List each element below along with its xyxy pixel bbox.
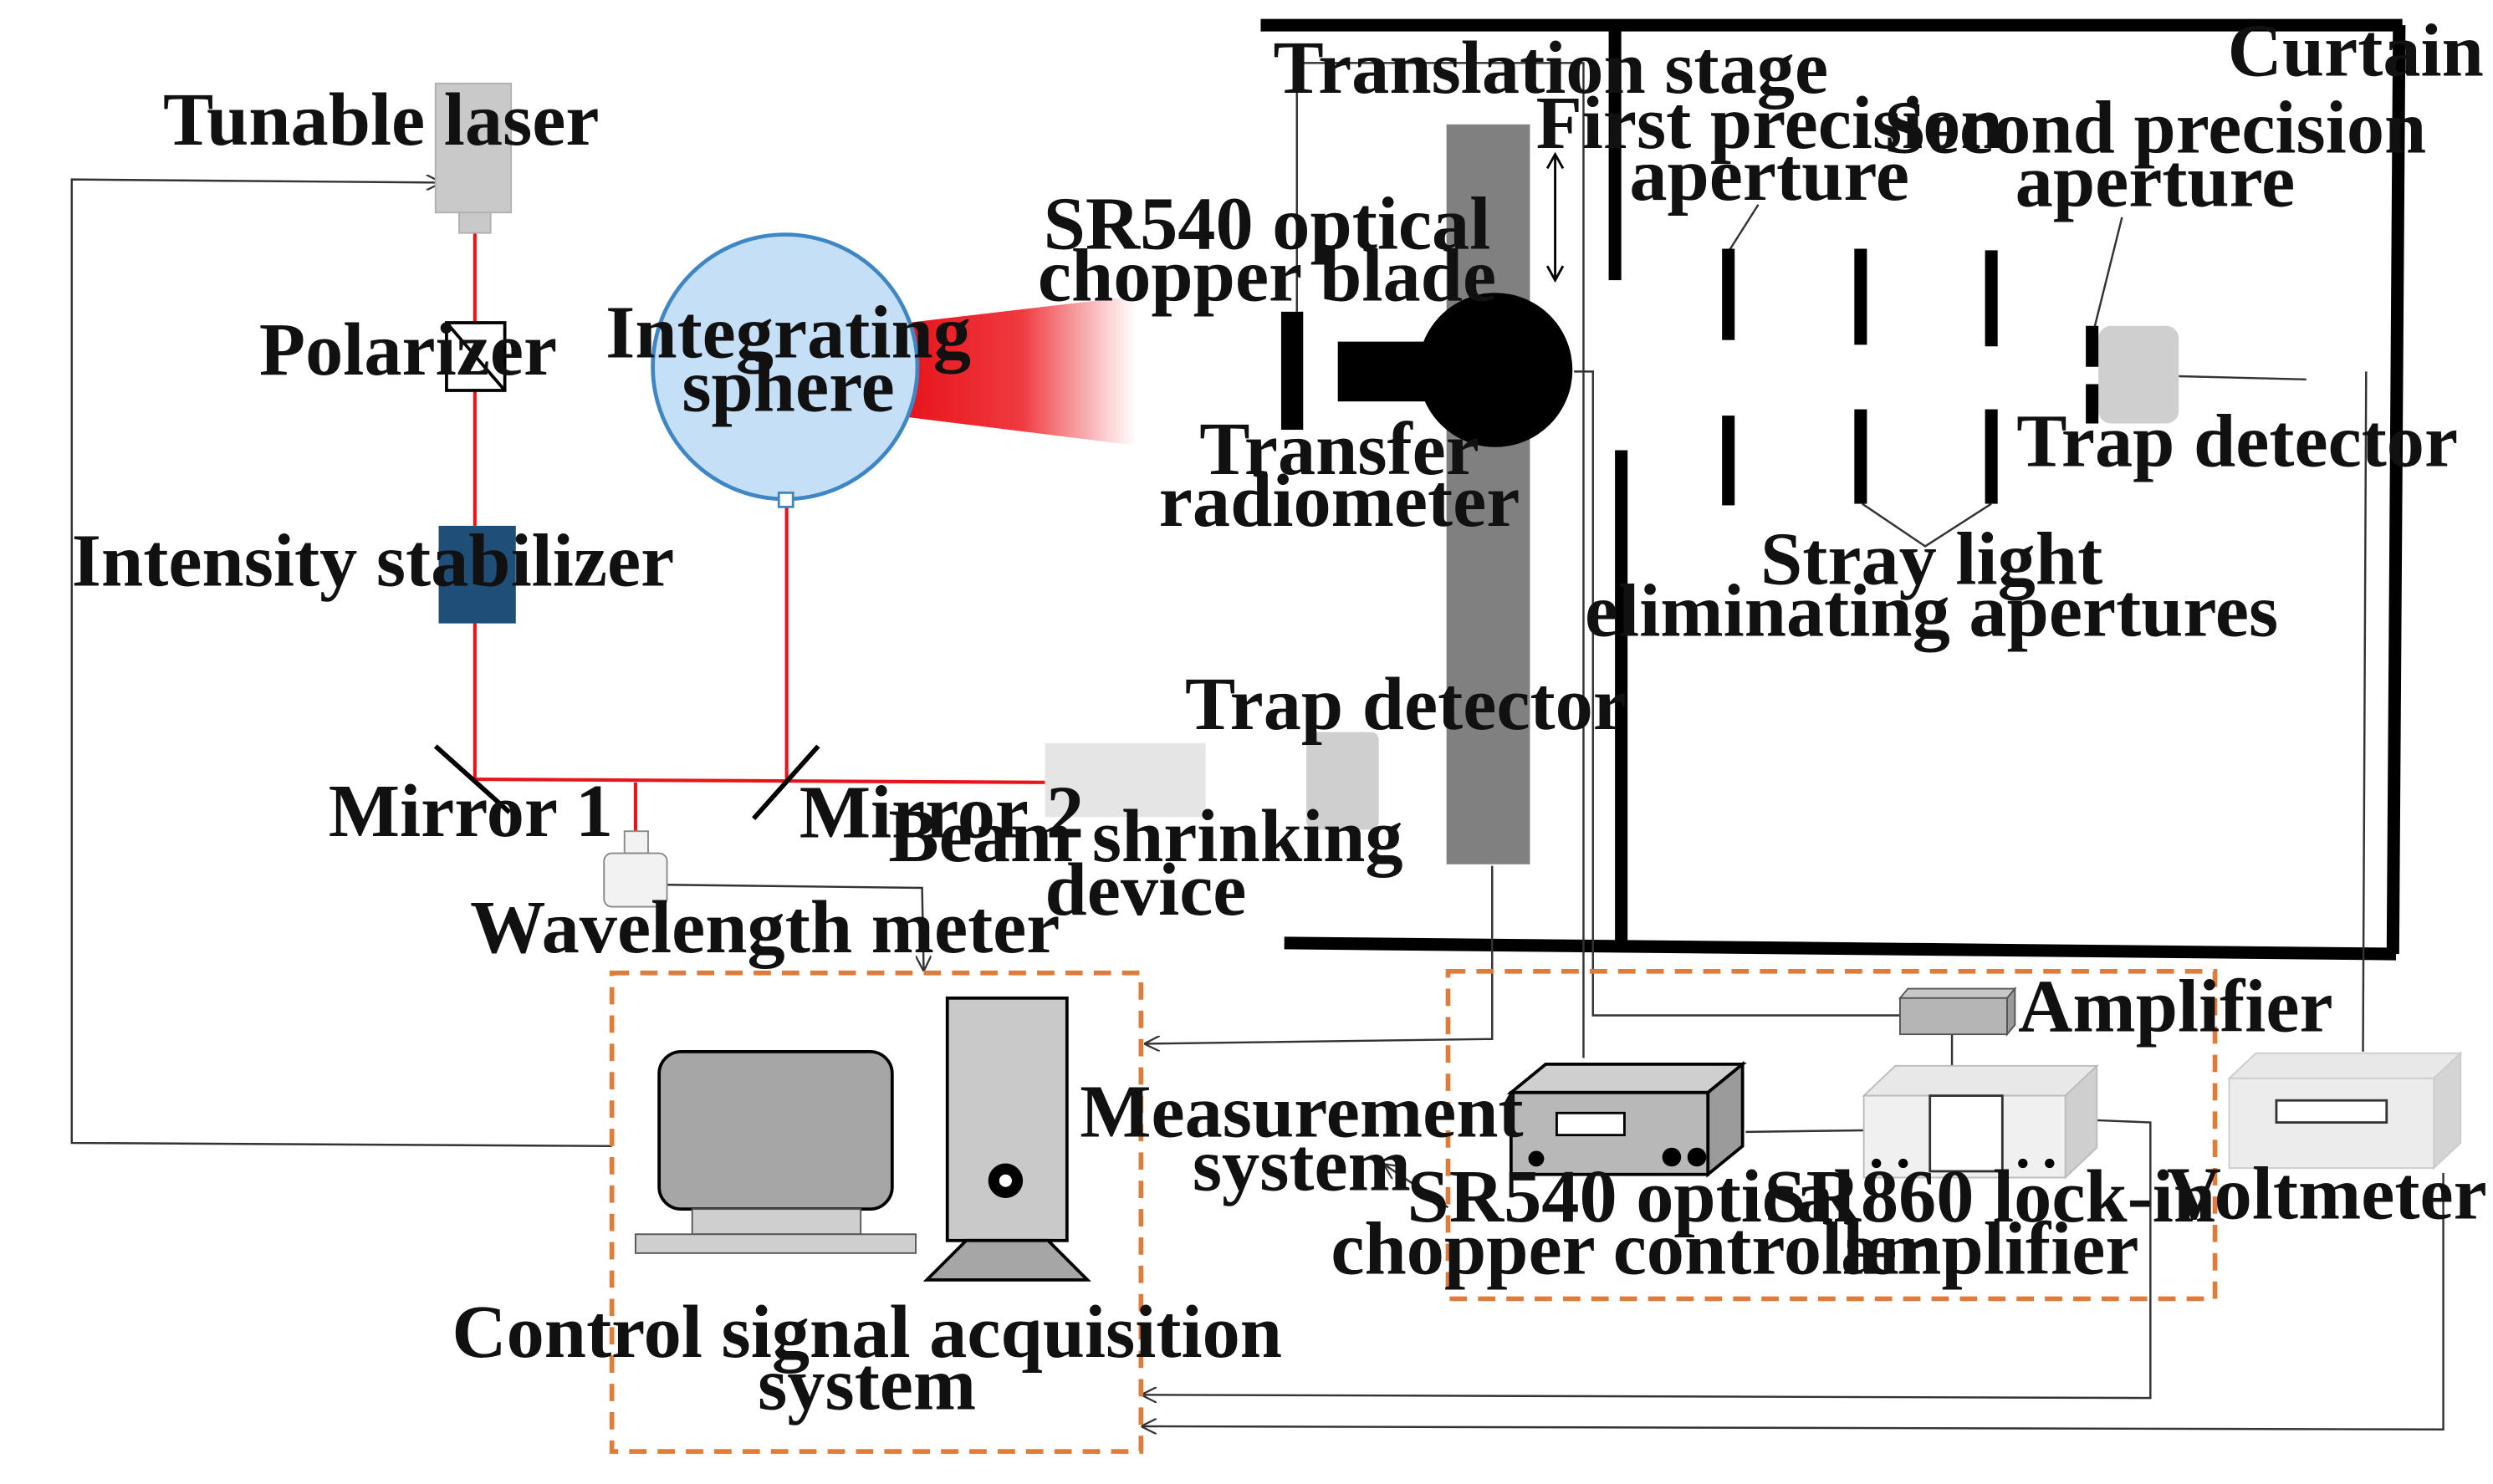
label-polarizer: Polarizer: [259, 307, 557, 391]
computer-monitor: [634, 1049, 917, 1254]
label-beam-shrinking-1: Beam shrinking: [888, 793, 1402, 878]
label-second-aperture-1: Second precision: [1884, 85, 2427, 170]
second-precision-aperture: [2086, 325, 2099, 424]
beam-shrinking-device: [1045, 742, 1206, 818]
label-trap-detector-front: Trap detector: [1185, 661, 1627, 746]
label-wavelength-meter: Wavelength meter: [470, 885, 1060, 969]
mirror-2: [752, 744, 820, 821]
stray-light-aperture-2: [1985, 250, 1998, 504]
polarizer: [445, 321, 507, 392]
label-transfer-radiometer-1: Transfer: [1199, 406, 1479, 491]
label-chopper-blade-1: SR540 optical: [1044, 181, 1491, 266]
mirror-1: [433, 744, 512, 814]
label-chopper-blade-2: chopper blade: [1038, 233, 1496, 318]
label-first-aperture-2: aperture: [1629, 132, 1909, 217]
label-control-system-1: Control signal acquisition: [452, 1289, 1282, 1374]
label-voltmeter: Voltmeter: [2167, 1150, 2487, 1235]
intensity-stabilizer: [438, 525, 516, 624]
label-control-system-2: system: [758, 1341, 976, 1425]
integrating-sphere: [651, 232, 1137, 508]
label-intensity-stabilizer: Intensity stabilizer: [72, 518, 674, 602]
labels: Tunable laser Polarizer Intensity stabil…: [72, 8, 2487, 1425]
trap-detector-front: [1306, 732, 1379, 830]
voltmeter: [2227, 1051, 2463, 1170]
label-integrating-sphere-2: sphere: [682, 343, 894, 427]
computer-tower: [922, 996, 1091, 1282]
curtain-enclosure: [1260, 18, 2406, 961]
label-curtain: Curtain: [2228, 8, 2484, 92]
label-measurement-system-1: Measurement: [1080, 1069, 1523, 1154]
control-system-box: [609, 970, 1144, 1454]
label-tunable-laser: Tunable laser: [163, 77, 599, 161]
label-chopper-controller-2: chopper controller: [1331, 1206, 1930, 1290]
translation-stage: [1446, 124, 1530, 864]
transfer-radiometer: [1337, 293, 1573, 447]
laser-beam-path: [473, 232, 1045, 832]
label-integrating-sphere-1: Integrating: [605, 289, 971, 374]
stray-light-aperture-1: [1854, 248, 1867, 504]
amplifier: [1898, 986, 2017, 1037]
chopper-blade: [1280, 311, 1304, 431]
label-lockin-2: amplifier: [1841, 1206, 2138, 1290]
label-amplifier: Amplifier: [2018, 963, 2332, 1048]
lockin-amplifier: [1862, 1063, 2099, 1180]
label-chopper-controller-1: SR540 optical: [1407, 1154, 1855, 1238]
trap-detector-back: [2098, 325, 2179, 424]
label-transfer-radiometer-2: radiometer: [1159, 458, 1520, 543]
label-second-aperture-2: aperture: [2015, 139, 2296, 223]
label-trap-detector-back: Trap detector: [2016, 398, 2458, 482]
first-precision-aperture: [1722, 248, 1735, 506]
label-lockin-1: SR860 lock-in: [1764, 1154, 2215, 1238]
tunable-laser: [434, 82, 513, 234]
signal-wires: [70, 62, 2444, 1429]
label-mirror-2: Mirror 2: [799, 770, 1084, 854]
chopper-controller: [1506, 1060, 1747, 1178]
label-stray-light-1: Stray light: [1760, 517, 2102, 601]
label-beam-shrinking-2: device: [1045, 847, 1247, 931]
label-mirror-1: Mirror 1: [329, 768, 613, 853]
label-translation-stage: Translation stage: [1274, 25, 1829, 110]
wavelength-meter: [603, 830, 668, 908]
label-measurement-system-2: system: [1193, 1123, 1411, 1207]
label-stray-light-2: eliminating apertures: [1585, 569, 2278, 653]
stage-motion-arrow: [1545, 151, 1565, 283]
label-first-aperture-1: First precision: [1536, 80, 2003, 165]
measurement-system-box: [1445, 968, 2218, 1302]
